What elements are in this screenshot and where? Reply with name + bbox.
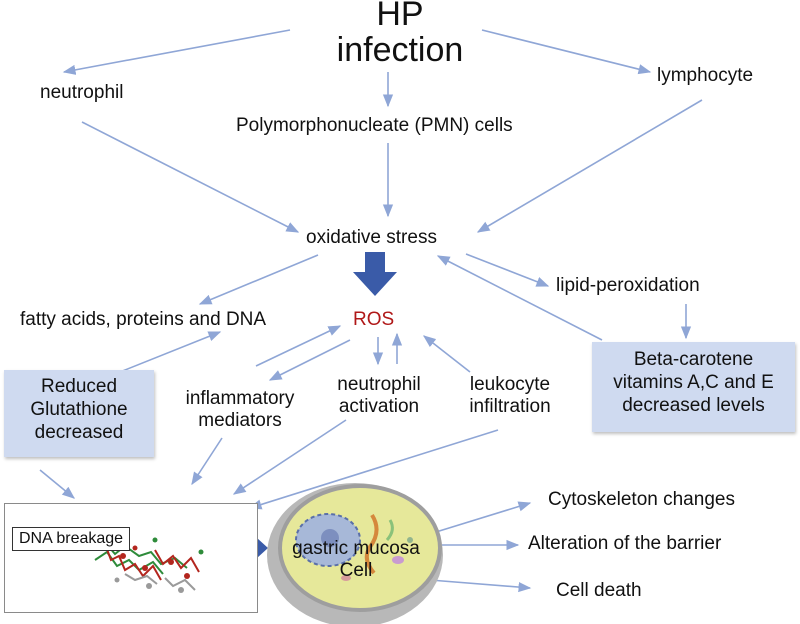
arrow-glutathione-to-fatty	[119, 331, 222, 373]
dna-breakage-label: DNA breakage	[12, 527, 131, 551]
neutrophil-activation-line-1: neutrophil	[337, 374, 421, 395]
leukocyte-infiltration-line-1: leukocyte	[469, 374, 551, 395]
neutrophil-label: neutrophil	[40, 82, 124, 103]
vitamins-box: Beta-carotene vitamins A,C and E decreas…	[592, 342, 795, 432]
inflammatory-mediators-label: inflammatory mediators	[170, 388, 310, 432]
dna-strand-illustration	[84, 533, 204, 593]
glutathione-box: Reduced Glutathione decreased	[4, 370, 154, 457]
cell-death-label: Cell death	[556, 580, 642, 601]
barrier-alteration-label: Alteration of the barrier	[528, 533, 722, 554]
arrow-hp-to-neutrophil	[62, 29, 291, 75]
gastric-cell-line-2: Cell	[339, 560, 373, 581]
leukocyte-infiltration-label: leukocyte infiltration	[455, 374, 565, 418]
title-line-1: HP	[376, 0, 424, 33]
arrow-leukocyte-to-ros	[422, 335, 471, 373]
glutathione-line-3: decreased	[34, 422, 124, 443]
neutrophil-activation-label: neutrophil activation	[324, 374, 434, 418]
gastric-cell-label: gastric mucosa Cell	[266, 538, 446, 582]
gastric-cell-line-1: gastric mucosa	[292, 538, 420, 559]
block-arrow-oxidative-to-ros	[353, 252, 397, 296]
lipid-peroxidation-label: lipid-peroxidation	[556, 275, 700, 296]
arrow-neutrophil-to-oxidative	[81, 121, 300, 233]
arrow-inflammatory-to-dna	[191, 437, 223, 486]
arrow-oxidative-to-lipid	[465, 253, 550, 287]
ros-label: ROS	[353, 309, 395, 330]
vitamins-line-1: Beta-carotene	[633, 349, 754, 370]
dna-breakage-panel	[4, 503, 258, 613]
arrow-leukocyte-to-dna	[248, 429, 499, 510]
oxidative-stress-label: oxidative stress	[306, 227, 437, 248]
arrow-hp-to-lymphocyte	[481, 29, 652, 75]
leukocyte-infiltration-line-2: infiltration	[469, 396, 551, 417]
neutrophil-activation-line-2: activation	[338, 396, 420, 417]
arrow-oxidative-to-fatty	[198, 254, 319, 305]
glutathione-line-1: Reduced	[40, 376, 118, 397]
arrow-neutrophil-activation-to-dna	[232, 419, 347, 495]
arrow-glutathione-to-dna	[39, 469, 75, 499]
vitamins-line-3: decreased levels	[622, 395, 765, 416]
arrow-cell-to-death	[429, 579, 532, 593]
glutathione-line-2: Glutathione	[30, 399, 128, 420]
arrow-lymphocyte-to-oxidative	[476, 99, 703, 233]
arrow-cell-to-cytoskeleton	[435, 501, 532, 533]
hp-infection-title: HP infection	[300, 0, 500, 68]
title-line-2: infection	[336, 31, 464, 69]
pmn-cells-label: Polymorphonucleate (PMN) cells	[236, 115, 513, 136]
arrow-vitamins-to-oxidative	[436, 255, 603, 341]
vitamins-line-2: vitamins A,C and E	[613, 372, 774, 393]
cytoskeleton-changes-label: Cytoskeleton changes	[548, 489, 735, 510]
fatty-acids-label: fatty acids, proteins and DNA	[20, 309, 267, 330]
arrow-ros-to-inflammatory	[268, 339, 351, 381]
inflammatory-mediators-line-1: inflammatory	[185, 388, 295, 409]
lymphocyte-label: lymphocyte	[657, 65, 754, 86]
inflammatory-mediators-line-2: mediators	[198, 410, 282, 431]
arrow-inflammatory-to-ros	[255, 325, 342, 367]
cell-illustration	[267, 483, 443, 624]
